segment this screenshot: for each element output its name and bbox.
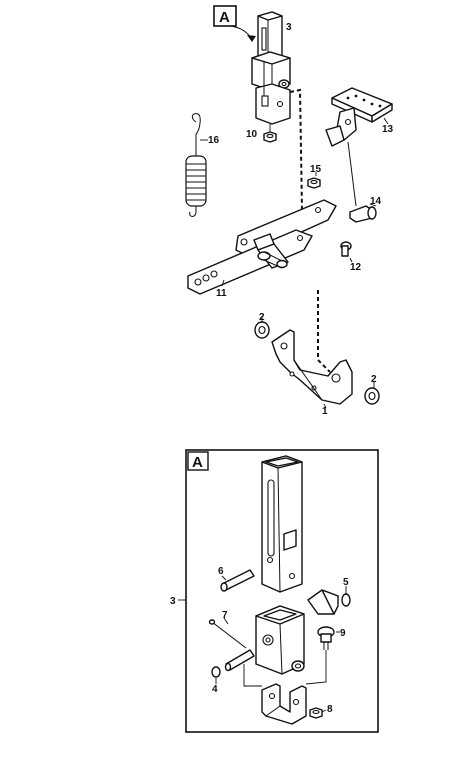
part-2-bushing-right xyxy=(364,382,380,405)
detail-reference-text: A xyxy=(219,9,230,26)
callout-9: 9 xyxy=(340,628,346,639)
callout-5: 5 xyxy=(343,577,349,588)
part-6-pin xyxy=(220,569,255,592)
callout-6: 6 xyxy=(218,566,224,577)
part-4-pin xyxy=(211,649,255,684)
callout-2-right: 2 xyxy=(371,374,377,385)
callout-12: 12 xyxy=(350,262,362,273)
part-13-pedal xyxy=(325,87,393,147)
callout-14: 14 xyxy=(370,196,382,207)
part-1-bracket xyxy=(271,329,353,409)
callout-3-detail: 3 xyxy=(170,596,176,607)
part-8-nut xyxy=(309,707,327,719)
callout-16: 16 xyxy=(208,135,220,146)
callout-13: 13 xyxy=(382,124,394,135)
part-9-bolt xyxy=(317,626,340,650)
callout-4: 4 xyxy=(212,684,218,695)
detail-upper-tube xyxy=(261,455,303,593)
part-15-nut xyxy=(307,172,321,189)
detail-box-a: A xyxy=(185,449,379,733)
part-12-bolt xyxy=(340,241,353,263)
part-5-clip-assembly xyxy=(307,586,351,615)
part-2-bushing-left xyxy=(254,316,270,339)
part-10-nut xyxy=(263,124,277,143)
part-3-tube-assembly xyxy=(251,11,291,125)
callout-1: 1 xyxy=(322,406,328,417)
detail-box-label: A xyxy=(192,454,203,471)
callout-10: 10 xyxy=(246,129,258,140)
callout-8: 8 xyxy=(327,704,333,715)
callout-3: 3 xyxy=(286,22,292,33)
callout-7: 7 xyxy=(222,610,228,621)
part-16-spring xyxy=(185,113,208,217)
detail-u-bracket xyxy=(261,683,307,725)
detail-lower-block xyxy=(255,605,305,675)
connector-dashed-line xyxy=(317,290,331,373)
part-7-pin xyxy=(208,617,247,649)
callout-15: 15 xyxy=(310,164,322,175)
detail-reference-label: A xyxy=(213,5,256,42)
callout-11: 11 xyxy=(216,288,227,299)
connector-dashed-line xyxy=(289,88,303,211)
part-14-bolt xyxy=(347,141,377,223)
part-11-lever-arm xyxy=(187,199,337,295)
callout-2-left: 2 xyxy=(259,312,265,323)
